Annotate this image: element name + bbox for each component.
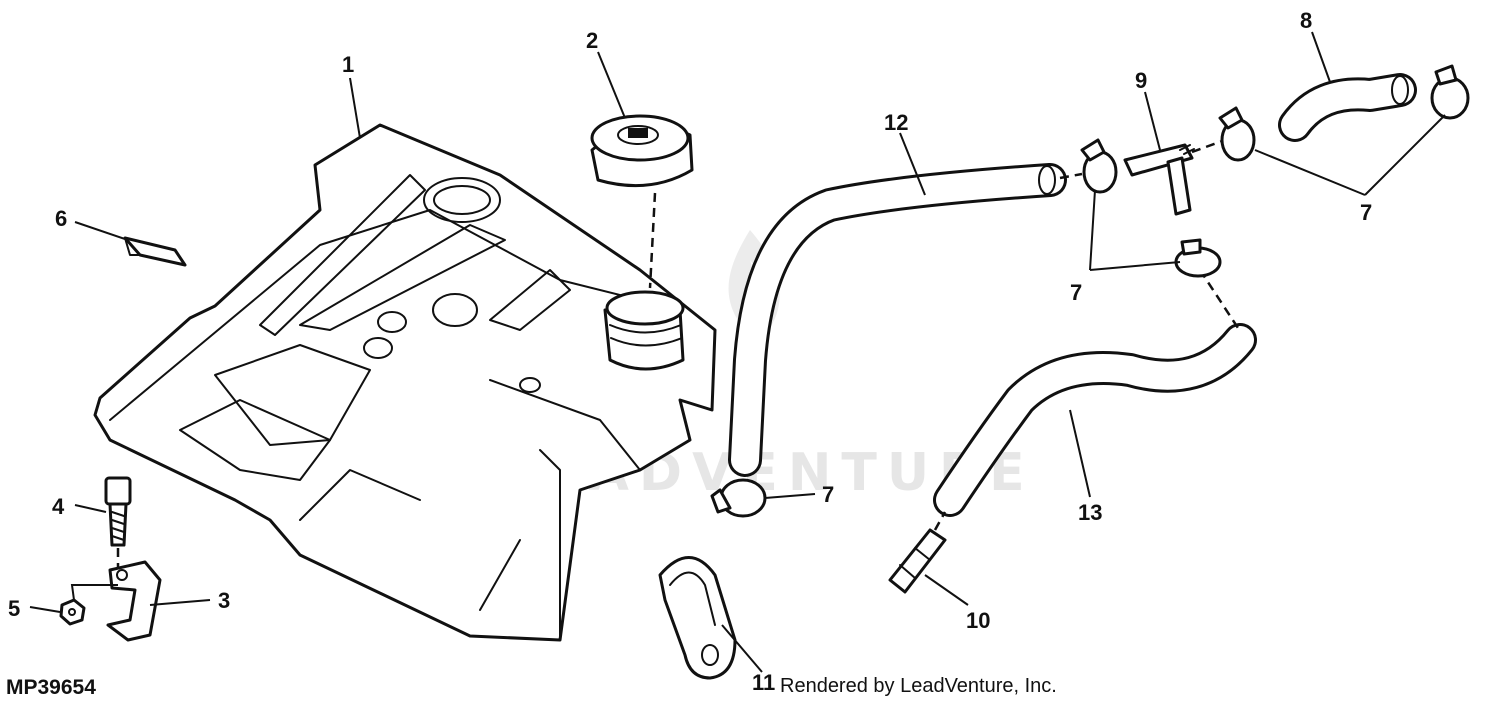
retaining-clip	[123, 236, 187, 267]
clamp-upper-left	[1080, 138, 1118, 194]
hex-nut	[59, 598, 86, 626]
callout-12: 12	[884, 110, 908, 135]
callout-6: 6	[55, 206, 67, 231]
render-credit: Rendered by LeadVenture, Inc.	[780, 675, 1057, 697]
callout-2: 2	[586, 28, 598, 53]
callout-7-right: 7	[1360, 200, 1372, 225]
fitting-alignment-line	[933, 511, 947, 531]
hose-end-alignment-line	[1059, 172, 1083, 180]
callout-4: 4	[52, 494, 65, 519]
callout-8: 8	[1300, 8, 1312, 33]
nut-alignment-line	[70, 584, 118, 601]
tee-alignment-line	[1191, 138, 1226, 154]
callout-7-middle: 7	[1070, 280, 1082, 305]
fuel-tank	[93, 123, 717, 642]
cap-alignment-line	[648, 192, 657, 289]
hose-alignment-line	[1198, 269, 1240, 329]
callout-13: 13	[1078, 500, 1102, 525]
fuel-hose-long	[728, 163, 1067, 477]
mounting-bracket	[106, 560, 162, 642]
p-clamp	[658, 556, 737, 680]
clamp-tee-upper	[1218, 106, 1256, 162]
callout-10: 10	[966, 608, 990, 633]
callout-11: 11	[752, 670, 775, 695]
fuel-hose-lower	[933, 323, 1257, 517]
callout-5: 5	[8, 596, 20, 621]
callout-1: 1	[342, 52, 354, 77]
figure-id: MP39654	[6, 676, 96, 699]
fuel-hose-short	[1278, 73, 1417, 142]
callout-9: 9	[1135, 68, 1147, 93]
clamp-right	[1430, 64, 1470, 120]
hose-fitting	[888, 528, 947, 594]
callout-3: 3	[218, 588, 230, 613]
leader-lines	[29, 31, 1446, 673]
tee-fitting	[1123, 143, 1195, 216]
bolt	[104, 476, 132, 547]
callout-labels: 1 2 3 4 5 6 7 7 7 8 9 10 11 12 13	[8, 8, 1372, 695]
hose-clamps	[710, 64, 1470, 518]
fuel-cap	[590, 114, 694, 188]
clamp-tee-lower	[1174, 238, 1222, 278]
callout-7-bottom: 7	[822, 482, 834, 507]
